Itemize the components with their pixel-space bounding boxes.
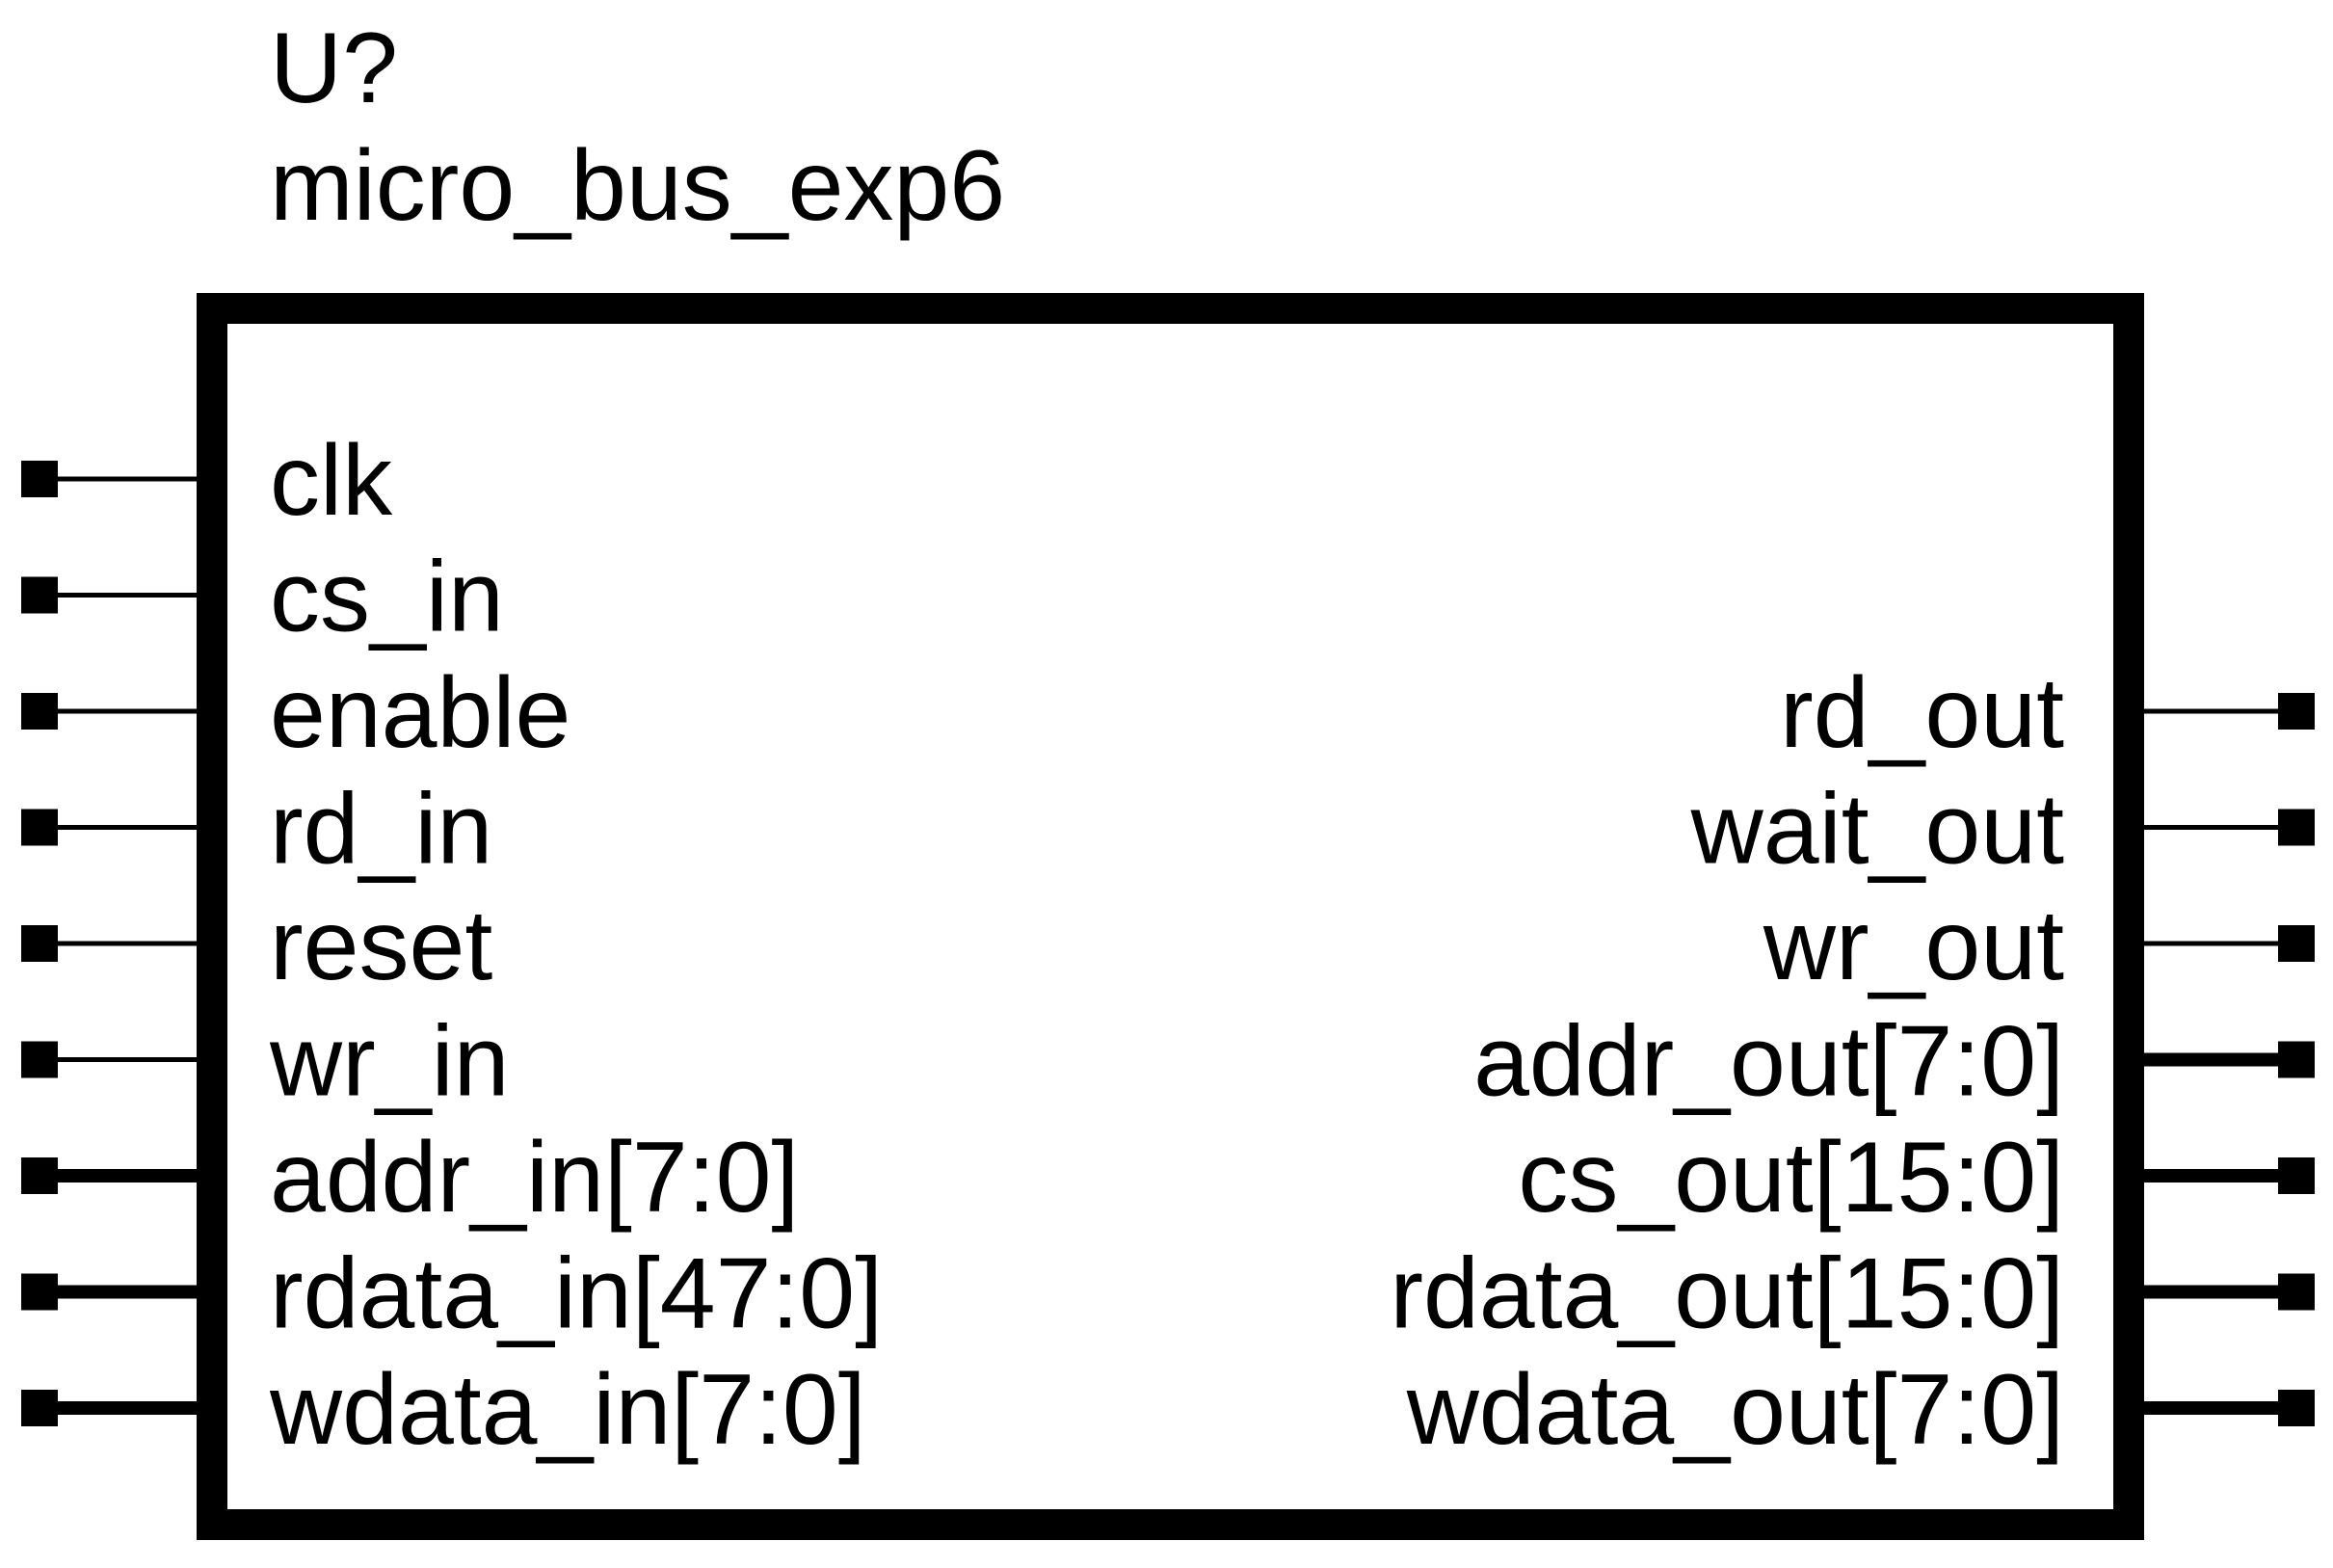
pin-label-addr-in-7-0: addr_in[7:0]: [270, 1122, 799, 1234]
pin-label-wdata-out-7-0: wdata_out[7:0]: [1406, 1354, 2064, 1466]
component-name: micro_bus_exp6: [270, 130, 1005, 242]
pin-rdata-in-47-0: rdata_in[47:0]: [21, 1238, 883, 1350]
pin-terminal-addr-in-7-0: [21, 1157, 58, 1194]
pin-label-rdata-in-47-0: rdata_in[47:0]: [270, 1238, 883, 1350]
pin-label-cs-in: cs_in: [270, 542, 504, 653]
pin-clk: clk: [21, 425, 393, 537]
pin-terminal-cs-out-15-0: [2278, 1157, 2315, 1194]
pin-label-wait-out: wait_out: [1690, 774, 2064, 886]
pin-terminal-enable: [21, 693, 58, 730]
pin-wdata-in-7-0: wdata_in[7:0]: [21, 1354, 866, 1466]
pin-addr-out-7-0: addr_out[7:0]: [1473, 1006, 2315, 1118]
pin-label-wdata-in-7-0: wdata_in[7:0]: [269, 1354, 866, 1466]
pin-terminal-reset: [21, 925, 58, 962]
pin-rd-out: rd_out: [1780, 657, 2315, 769]
pin-terminal-rdata-out-15-0: [2278, 1273, 2315, 1311]
pin-terminal-addr-out-7-0: [2278, 1041, 2315, 1078]
pin-terminal-cs-in: [21, 576, 58, 614]
pin-terminal-rd-out: [2278, 693, 2315, 730]
pin-terminal-clk: [21, 461, 58, 497]
component-body: [197, 293, 2144, 1540]
component-reference: U?: [270, 13, 398, 124]
pin-label-rd-in: rd_in: [270, 774, 492, 886]
pin-label-rd-out: rd_out: [1780, 657, 2064, 769]
pin-enable: enable: [21, 657, 570, 769]
pin-label-wr-out: wr_out: [1763, 890, 2064, 1001]
pin-cs-out-15-0: cs_out[15:0]: [1518, 1122, 2315, 1234]
pin-label-reset: reset: [270, 890, 492, 1001]
pin-wr-out: wr_out: [1763, 890, 2315, 1001]
pin-label-clk: clk: [270, 425, 393, 537]
pin-label-cs-out-15-0: cs_out[15:0]: [1518, 1122, 2064, 1234]
left-pin-group: clkcs_inenablerd_inresetwr_inaddr_in[7:0…: [21, 425, 883, 1466]
pin-addr-in-7-0: addr_in[7:0]: [21, 1122, 799, 1234]
pin-terminal-wdata-out-7-0: [2278, 1390, 2315, 1426]
pin-cs-in: cs_in: [21, 542, 504, 653]
pin-terminal-wr-in: [21, 1041, 58, 1078]
pin-label-addr-out-7-0: addr_out[7:0]: [1473, 1006, 2064, 1118]
pin-terminal-wr-out: [2278, 925, 2315, 962]
pin-label-enable: enable: [270, 657, 570, 769]
pin-wait-out: wait_out: [1690, 774, 2315, 886]
pin-terminal-rd-in: [21, 809, 58, 846]
pin-rd-in: rd_in: [21, 774, 492, 886]
pin-wr-in: wr_in: [21, 1006, 510, 1118]
pin-terminal-wait-out: [2278, 809, 2315, 846]
pin-rdata-out-15-0: rdata_out[15:0]: [1390, 1238, 2315, 1350]
pin-label-wr-in: wr_in: [269, 1006, 510, 1118]
pin-reset: reset: [21, 890, 492, 1001]
right-pin-group: rd_outwait_outwr_outaddr_out[7:0]cs_out[…: [1390, 657, 2315, 1466]
pin-label-rdata-out-15-0: rdata_out[15:0]: [1390, 1238, 2064, 1350]
pin-wdata-out-7-0: wdata_out[7:0]: [1406, 1354, 2315, 1466]
pin-terminal-rdata-in-47-0: [21, 1273, 58, 1311]
pin-terminal-wdata-in-7-0: [21, 1390, 58, 1426]
